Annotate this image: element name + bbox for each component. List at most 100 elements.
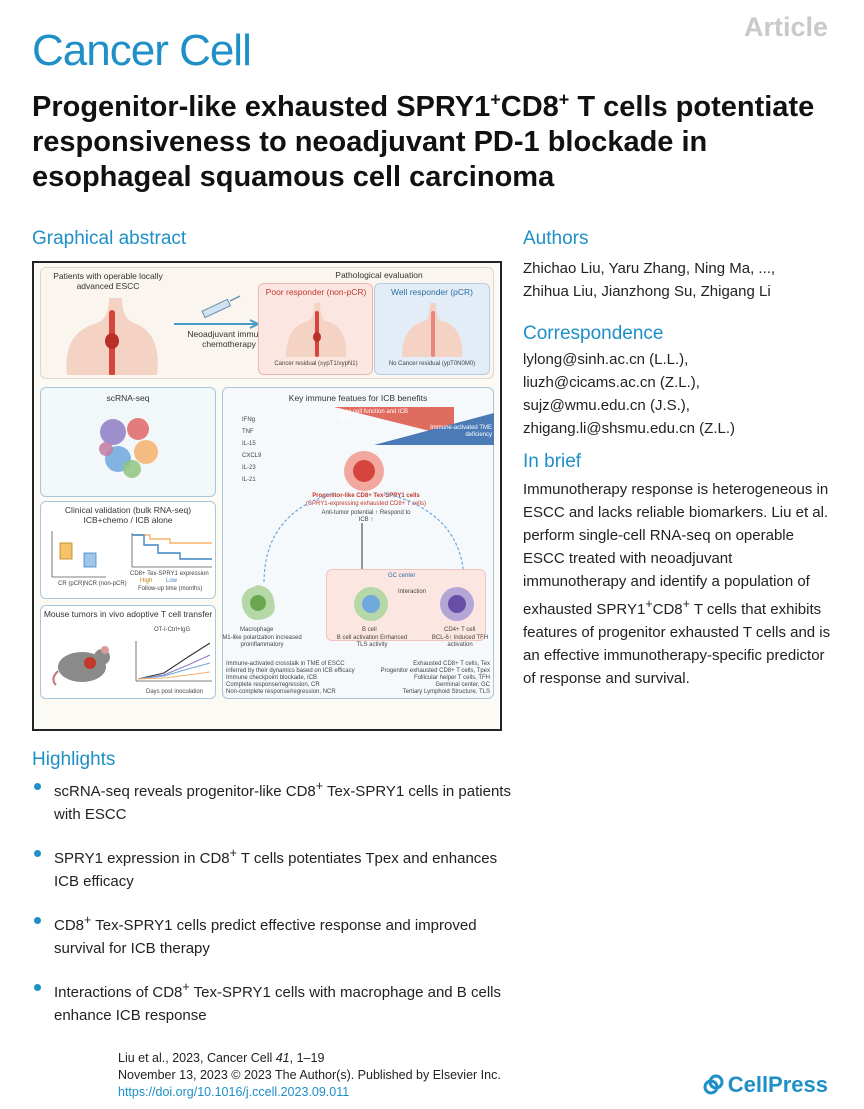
- authors-list: Zhichao Liu, Yaru Zhang, Ning Ma, ..., Z…: [523, 257, 775, 303]
- in-brief-text: Immunotherapy response is heterogeneous …: [523, 481, 831, 687]
- well-torso-image: [402, 303, 463, 357]
- cytokine-list: IFNg TNF IL-15 CXCL9 IL-23 IL-21: [232, 417, 261, 489]
- cd4-t-cell-image: [440, 587, 474, 621]
- authors-line: Zhihua Liu, Jianzhong Su, Zhigang Li: [523, 283, 771, 300]
- ga-interaction-label: Interaction: [398, 589, 427, 595]
- citation-date: November 13, 2023 © 2023 The Author(s). …: [118, 1068, 501, 1082]
- ga-clinical-label: Clinical validation (bulk RNA-seq) ICB+c…: [64, 505, 192, 525]
- ga-pathological-label: Pathological evaluation: [335, 270, 423, 280]
- ga-legend-left: Immune-activated crosstalk in TME of ESC…: [226, 661, 356, 696]
- ga-ncr-label: NCR (non-pCR): [84, 581, 127, 587]
- cytokine-il21: IL-21: [242, 477, 256, 483]
- cytokine-il23: IL-23: [242, 465, 256, 471]
- legend-right-4: Germinal center, GC: [435, 682, 490, 688]
- graphical-abstract-heading: Graphical abstract: [32, 228, 187, 249]
- macrophage-cell-image: [241, 585, 275, 620]
- ga-mouse-label: Mouse tumors in vivo adoptive T cell tra…: [43, 609, 213, 619]
- mouse-image: [52, 646, 110, 686]
- ga-neoadjuvant-label: Neoadjuvant immuno-chemotherapy: [187, 329, 271, 349]
- cytokine-il15: IL-15: [242, 441, 256, 447]
- highlight-item: SPRY1 expression in CD8+ T cells potenti…: [32, 842, 512, 893]
- legend-right-1: Exhausted CD8+ T cells, Tex: [413, 661, 490, 667]
- ga-followup-label: Follow-up time (months): [138, 586, 203, 592]
- cellpress-logo[interactable]: CellPress: [702, 1072, 828, 1098]
- legend-left-4: Non-complete response/regression, NCR: [226, 689, 336, 695]
- ga-key-features: Key immune featues for ICB benefits: [288, 393, 428, 403]
- ga-poor-label: Poor responder (non-pCR): [265, 287, 367, 297]
- ga-days-label: Days post inoculation: [146, 689, 204, 695]
- ga-progenitor-label: Progenitor-like CD8+ Tex-SPRY1 cells: [312, 493, 420, 499]
- ga-no-residual: No Cancer residual (ypT0N0M0): [388, 361, 476, 367]
- legend-left-1: Immune-activated crosstalk in TME of ESC…: [226, 661, 355, 674]
- ga-gc-center: GC center: [388, 573, 416, 579]
- ga-macrophage-desc: M1-like polarization increased proinflam…: [222, 635, 302, 648]
- highlights-heading: Highlights: [32, 749, 116, 770]
- legend-right-5: Tertiary Lymphoid Structure, TLS: [402, 689, 490, 695]
- ga-macrophage: Macrophage: [240, 627, 274, 633]
- ga-cd4: CD4+ T cell: [444, 627, 476, 633]
- highlight-item: Interactions of CD8+ Tex-SPRY1 cells wit…: [32, 976, 512, 1027]
- email-link[interactable]: liuzh@cicams.ac.cn (Z.L.),: [523, 374, 700, 391]
- ga-patients-label: Patients with operable locally advanced …: [53, 271, 163, 291]
- ga-anti-tumor: Anti-tumor potential ↑ Respond to ICB ↑: [321, 510, 411, 523]
- tumor-growth-chart: [135, 641, 212, 682]
- ga-tpex-label: Tpex cell function and ICB efficacy: [338, 409, 409, 422]
- in-brief-heading: In brief: [523, 451, 582, 472]
- ga-scrna-panel: [40, 387, 216, 497]
- correspondence-heading: Correspondence: [523, 323, 664, 344]
- syringe-image: [201, 295, 241, 319]
- ga-well-panel: [374, 283, 490, 375]
- ga-mouse-panel: [40, 605, 216, 699]
- treatment-arrow: [174, 319, 261, 329]
- ga-bcell: B cell: [362, 627, 377, 633]
- cytokine-ifng: IFNg: [242, 417, 256, 423]
- article-title: Progenitor-like exhausted SPRY1+CD8+ T c…: [32, 89, 815, 193]
- email-link[interactable]: lylong@sinh.ac.cn (L.L.),: [523, 351, 689, 368]
- authors-line: Zhichao Liu, Yaru Zhang, Ning Ma, ...,: [523, 260, 776, 277]
- ga-cancer-residual: Cancer residual (≥ypT1/≥ypN1): [274, 361, 358, 367]
- article-type-label: Article: [743, 12, 828, 42]
- ga-legend-right: Exhausted CD8+ T cells, Tex Progenitor e…: [364, 661, 490, 696]
- ga-progenitor-sub: (SPRY1-expressing exhausted CD8+ T cells…: [306, 501, 426, 507]
- email-link[interactable]: sujz@wmu.edu.cn (J.S.),: [523, 397, 690, 414]
- ga-immune-label: Immune-activated TME deficiency: [430, 425, 492, 438]
- authors-heading: Authors: [523, 228, 589, 249]
- ga-cd4-desc: BCL-6↑ Induced TFH activation: [431, 635, 489, 648]
- ga-well-label: Well responder (pCR): [390, 287, 474, 297]
- ga-mouse-legend-1: OT-I-Ctrl+IgG: [154, 627, 191, 633]
- doi-link[interactable]: https://doi.org/10.1016/j.ccell.2023.09.…: [118, 1085, 350, 1099]
- legend-right-2: Progenitor exhausted CD8+ T cells, Tpex: [380, 668, 490, 674]
- bullet-icon: [34, 783, 41, 790]
- tpex-wedge: [334, 407, 494, 445]
- correspondence-list: lylong@sinh.ac.cn (L.L.), liuzh@cicams.a…: [523, 348, 735, 440]
- ga-high-label: High: [140, 578, 153, 584]
- graphical-abstract-figure: Patients with operable locally advanced …: [32, 261, 502, 731]
- publisher-name: CellPress: [727, 1072, 828, 1097]
- ga-scrna-label: scRNA-seq: [106, 393, 150, 403]
- tex-spry1-cell-image: [344, 451, 384, 491]
- patient-torso-image: [66, 298, 158, 375]
- highlight-item: CD8+ Tex-SPRY1 cells predict effective r…: [32, 909, 512, 960]
- email-link[interactable]: zhigang.li@shsmu.edu.cn (Z.L.): [523, 420, 735, 437]
- cellpress-icon: [703, 1074, 724, 1095]
- journal-name: Cancer Cell: [32, 26, 252, 75]
- umap-cluster-plot: [99, 418, 158, 478]
- survival-curve-chart: [131, 533, 212, 568]
- b-cell-image: [354, 587, 388, 621]
- bullet-icon: [34, 984, 41, 991]
- citation-line: Liu et al., 2023, Cancer Cell 41, 1–19: [118, 1051, 325, 1065]
- ga-low-label: Low: [166, 578, 178, 584]
- ga-cr-label: CR (pCR): [58, 581, 85, 587]
- boxplot-chart: [51, 531, 106, 578]
- legend-right-3: Follicular helper T cells, TFH: [413, 675, 490, 681]
- highlights-list: scRNA-seq reveals progenitor-like CD8+ T…: [32, 775, 512, 1043]
- legend-left-2: Immune checkpoint blockade, ICB: [226, 675, 318, 681]
- ga-bcell-desc: B cell activation Enhanced TLS activity: [336, 635, 408, 648]
- poor-torso-image: [286, 303, 347, 357]
- highlight-item: scRNA-seq reveals progenitor-like CD8+ T…: [32, 775, 512, 826]
- bullet-icon: [34, 850, 41, 857]
- cytokine-tnf: TNF: [242, 429, 254, 435]
- legend-left-3: Complete response/regression, CR: [226, 682, 320, 688]
- cytokine-cxcl9: CXCL9: [242, 453, 262, 459]
- citation-block: Liu et al., 2023, Cancer Cell 41, 1–19 N…: [118, 1050, 501, 1101]
